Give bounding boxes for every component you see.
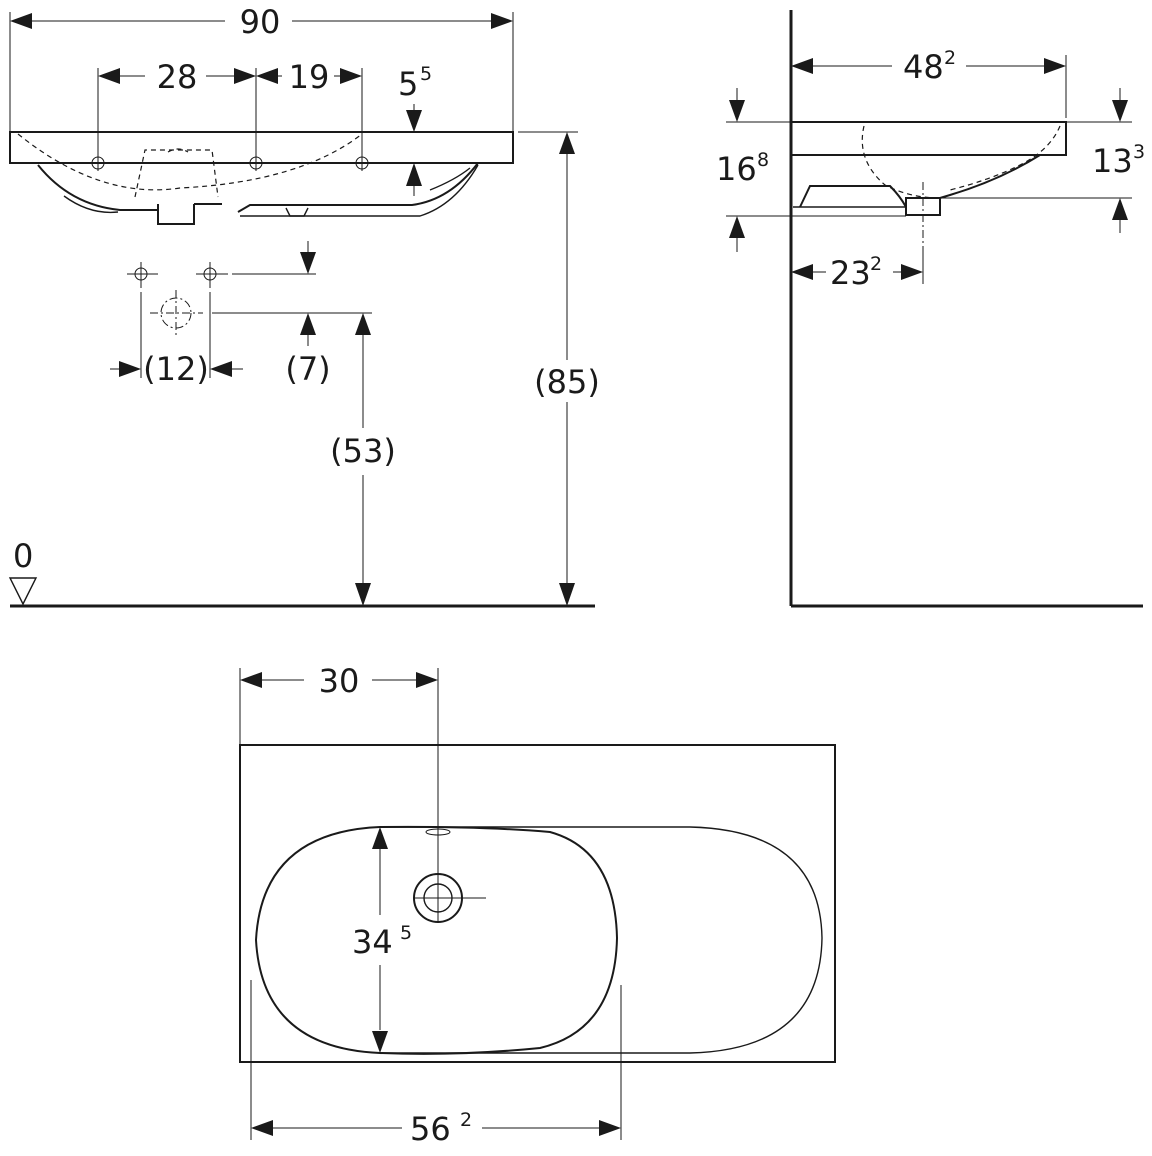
floor-level-symbol: [8, 577, 38, 606]
wall-connection-marks: [127, 262, 228, 338]
dim-rim-thickness: 5: [398, 65, 418, 103]
dim-tap-spacing-right: 19: [289, 58, 330, 96]
shelf-notch: [285, 207, 309, 217]
dim-bowl-depth-sup: 5: [400, 922, 412, 944]
dim-overall-width: 90: [240, 3, 281, 41]
dim-tap-spacing-left: 28: [157, 58, 198, 96]
dim-depth: 48: [903, 48, 944, 86]
dim-bowl-height-sup: 3: [1133, 141, 1145, 163]
bowl-outline-top: [254, 825, 619, 1055]
dim-depth-sup: 2: [944, 47, 956, 69]
dim-drain-offset-sup: 2: [870, 253, 882, 275]
dim-wall-connection-offset: (7): [285, 350, 330, 388]
bowl-left-drop: [63, 195, 119, 214]
drain-hidden-outline: [134, 149, 219, 198]
shelf-lower: [240, 164, 479, 217]
bowl-side-hidden: [861, 125, 941, 199]
dim-total-height-sup: 8: [757, 149, 769, 171]
basin-rim-front: [9, 131, 514, 164]
dim-rim-thickness-sup: 5: [420, 63, 432, 85]
overflow-hidden: [167, 148, 189, 153]
dim-bowl-depth: 34: [352, 923, 393, 961]
shelf-side: [799, 185, 907, 208]
shelf-back: [429, 167, 471, 191]
shelf-underside: [237, 162, 479, 213]
bowl-underside: [37, 164, 158, 211]
bowl-side-hidden-2: [949, 125, 1061, 191]
floor-level-label: 0: [13, 537, 33, 575]
shelf-outline-top: [380, 826, 823, 1054]
top-view: 30 34 5 56 2: [239, 662, 836, 1148]
basin-side-underside: [939, 154, 1041, 199]
dim-bowl-width: 56: [410, 1110, 451, 1148]
dim-drain-position: 30: [319, 662, 360, 700]
basin-outline-top: [239, 744, 836, 1063]
side-view: 48 2 16 8 13 3 23 2: [716, 10, 1145, 608]
dim-drain-offset: 23: [830, 254, 871, 292]
front-view: 90 28 19 5 5: [8, 3, 600, 608]
dim-total-height: 16: [716, 150, 757, 188]
basin-rim-side: [791, 121, 1067, 156]
bowl-hidden-outline: [17, 133, 363, 191]
dim-wall-connection-width: (12): [143, 350, 209, 388]
drain-stub: [157, 204, 195, 225]
dim-rim-height: (85): [534, 363, 600, 401]
dim-drain-height: (53): [330, 432, 396, 470]
dim-bowl-width-sup: 2: [460, 1109, 472, 1131]
dim-bowl-height: 13: [1092, 142, 1133, 180]
